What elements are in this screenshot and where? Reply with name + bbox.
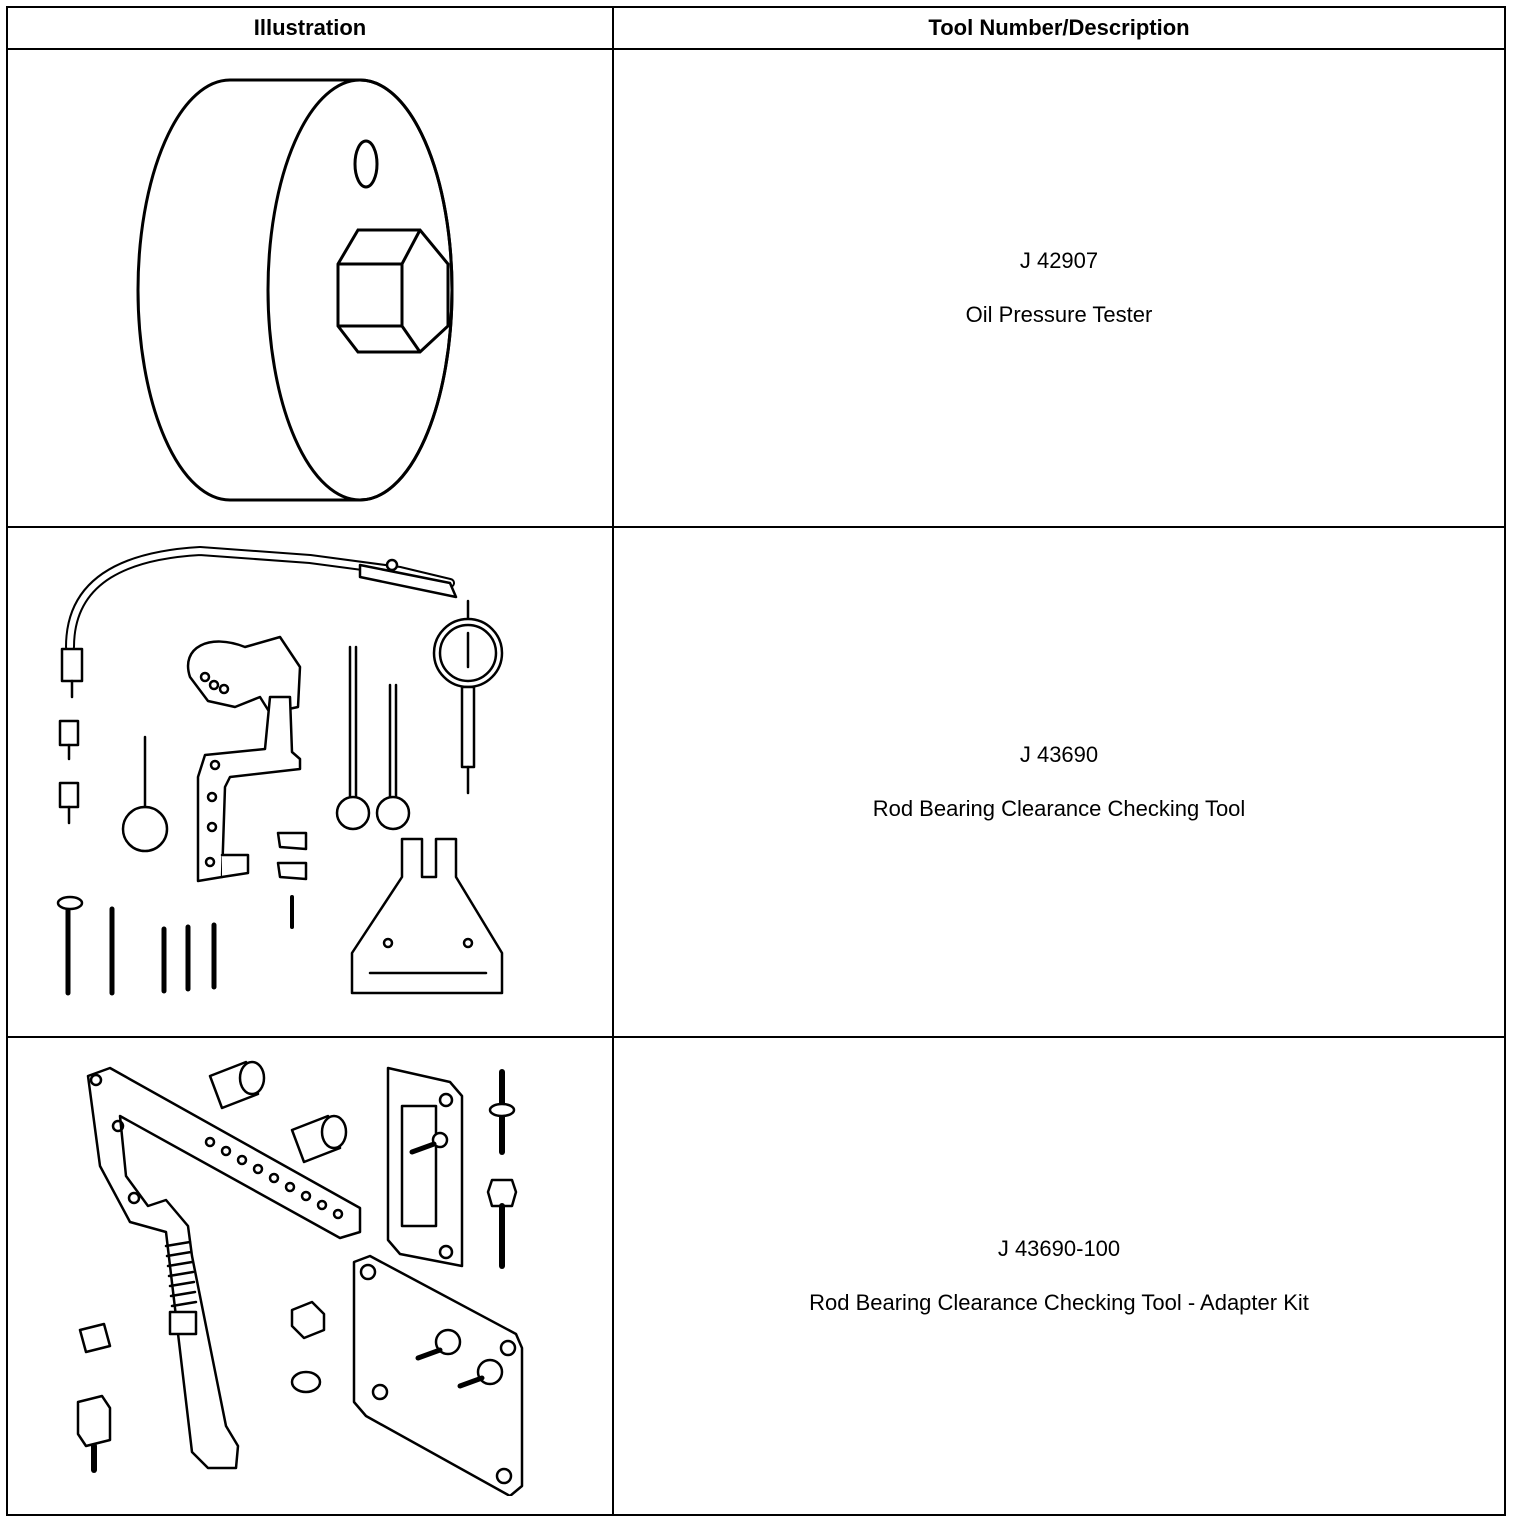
table-row: J 43690 Rod Bearing Clearance Checking T… [6,526,1506,1038]
tool-description: Oil Pressure Tester [965,302,1153,327]
table-row: J 43690-100 Rod Bearing Clearance Checki… [6,1036,1506,1516]
header-tool-number-description: Tool Number/Description [612,6,1506,50]
tool-description-cell: J 43690-100 Rod Bearing Clearance Checki… [612,1036,1506,1516]
adapter-kit-icon [70,1056,550,1496]
tool-description-cell: J 43690 Rod Bearing Clearance Checking T… [612,526,1506,1038]
tool-number: J 43690 [1019,742,1099,767]
illustration-cell [6,526,614,1038]
table-row: J 42907 Oil Pressure Tester [6,48,1506,528]
illustration-cell [6,48,614,528]
tool-number: J 42907 [1019,248,1099,273]
header-illustration: Illustration [6,6,614,50]
tool-description-cell: J 42907 Oil Pressure Tester [612,48,1506,528]
header-row: Illustration Tool Number/Description [6,6,1506,50]
illustration-cell [6,1036,614,1516]
tool-description: Rod Bearing Clearance Checking Tool [872,796,1246,821]
tool-table: Illustration Tool Number/Description [6,6,1506,1516]
oil-pressure-tester-icon [130,68,490,508]
rod-bearing-clearance-tool-kit-icon [30,537,590,1027]
tool-number: J 43690-100 [997,1236,1121,1261]
tool-description: Rod Bearing Clearance Checking Tool - Ad… [809,1290,1309,1315]
